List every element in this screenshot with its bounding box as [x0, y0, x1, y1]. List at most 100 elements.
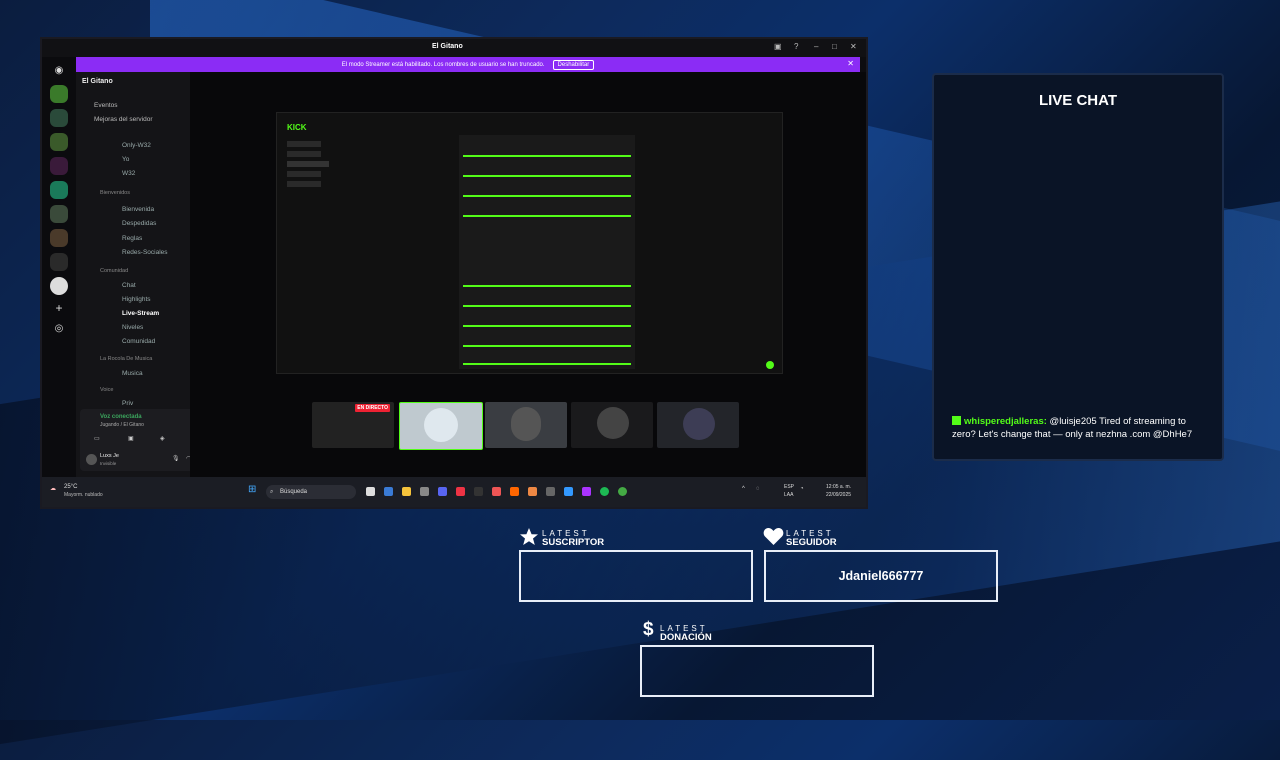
server-icon[interactable] [50, 253, 68, 271]
participant-tile[interactable]: EN DIRECTO [312, 402, 394, 448]
explore-icon[interactable]: ◎ [54, 323, 64, 334]
app-icon[interactable] [510, 487, 519, 496]
app-icon[interactable] [546, 487, 555, 496]
app-icon[interactable] [564, 487, 573, 496]
language-indicator[interactable]: ESP [784, 484, 795, 490]
spotify-icon[interactable] [600, 487, 609, 496]
server-icon[interactable] [50, 109, 68, 127]
channel-item-active[interactable]: Live-Stream [122, 310, 160, 317]
kick-badge-icon [952, 416, 961, 425]
channel-item[interactable]: Comunidad [122, 338, 156, 345]
chrome-icon[interactable] [456, 487, 465, 496]
status-icon [766, 361, 774, 369]
server-icon[interactable] [50, 181, 68, 199]
weather-temp[interactable]: 25°C [64, 484, 78, 490]
participant-tile[interactable] [399, 402, 483, 450]
sidebar-item [287, 171, 321, 177]
app-icon[interactable] [420, 487, 429, 496]
microphone-icon[interactable]: 🎙 [172, 456, 180, 462]
discord-icon[interactable] [438, 487, 447, 496]
app-icon[interactable] [384, 487, 393, 496]
progress-bar [463, 175, 631, 177]
channel-item[interactable]: Highlights [122, 296, 151, 303]
participant-tile[interactable] [485, 402, 567, 448]
search-placeholder: Búsqueda [280, 489, 308, 495]
label-line1: LATEST [542, 529, 590, 538]
channel-item[interactable]: Despedidas [122, 220, 157, 227]
app-icon[interactable] [492, 487, 501, 496]
channel-item[interactable]: W32 [122, 170, 136, 177]
category-header[interactable]: La Rocola De Musica [100, 356, 153, 362]
weather-desc[interactable]: Mayorm. nublado [64, 492, 103, 498]
task-view-icon[interactable] [366, 487, 375, 496]
screen-share-icon[interactable]: ▣ [128, 436, 134, 442]
headphones-icon[interactable]: ◠ [186, 456, 192, 462]
live-badge: EN DIRECTO [355, 404, 390, 412]
sidebar-item [287, 151, 321, 157]
minimize-icon[interactable]: – [814, 42, 819, 51]
avatar[interactable] [86, 454, 97, 465]
server-icon[interactable] [50, 157, 68, 175]
inbox-icon[interactable]: ▣ [774, 42, 782, 51]
chevron-up-icon[interactable]: ^ [742, 486, 745, 492]
channel-item[interactable]: Musica [122, 370, 143, 377]
sidebar-item [287, 181, 321, 187]
server-icon[interactable] [50, 133, 68, 151]
channel-item[interactable]: Priv [122, 400, 134, 407]
network-icon[interactable]: ◌ [756, 486, 760, 492]
windows-start-icon[interactable]: ⊞ [248, 484, 257, 495]
app-icon[interactable] [528, 487, 537, 496]
category-header[interactable]: Comunidad [100, 268, 129, 274]
activity-icon[interactable]: ◈ [160, 436, 165, 442]
server-icon[interactable] [50, 229, 68, 247]
app-icon[interactable] [474, 487, 483, 496]
clock-date[interactable]: 22/09/2025 [826, 492, 852, 498]
username: Luxs Je [100, 453, 119, 459]
sidebar-item [287, 141, 321, 147]
participant-tile[interactable] [657, 402, 739, 448]
star-icon [520, 528, 538, 545]
server-name[interactable]: El Gitano [82, 78, 113, 85]
channel-item[interactable]: Yo [122, 156, 130, 163]
channel-item[interactable]: Reglas [122, 235, 143, 242]
add-server-icon[interactable]: + [55, 301, 63, 315]
language-indicator-sub[interactable]: LAA [784, 492, 794, 498]
maximize-icon[interactable]: □ [832, 42, 837, 51]
folder-icon[interactable] [402, 487, 411, 496]
heart-icon [763, 527, 784, 545]
server-icon[interactable] [50, 205, 68, 223]
disable-button[interactable]: Deshabilitar [552, 59, 595, 70]
latest-follower-label: LATEST SEGUIDOR [786, 529, 837, 547]
wifi-icon[interactable]: ◔ [800, 486, 804, 492]
avatar [597, 407, 629, 439]
channel-list: El Gitano Eventos Mejoras del servidor O… [76, 72, 218, 477]
help-icon[interactable]: ? [794, 42, 799, 51]
server-icon[interactable] [50, 85, 68, 103]
close-icon[interactable]: ✕ [850, 42, 857, 51]
weather-icon[interactable]: ☁ [50, 486, 56, 492]
voice-channel[interactable]: Jugando / El Gitano [100, 422, 144, 428]
channel-item[interactable]: Bienvenida [122, 206, 155, 213]
participant-tile[interactable] [571, 402, 653, 448]
channel-item[interactable]: Eventos [94, 102, 118, 109]
voice-status[interactable]: Voz conectada [100, 414, 142, 420]
app-icon[interactable] [582, 487, 591, 496]
kick-logo: KICK [287, 123, 307, 132]
discord-home-icon[interactable]: ◉ [54, 65, 64, 76]
close-icon[interactable]: ✕ [847, 59, 854, 68]
server-icon[interactable] [50, 277, 68, 295]
channel-item[interactable]: Chat [122, 282, 136, 289]
search-input[interactable]: ⌕ Búsqueda [266, 485, 356, 499]
channel-item[interactable]: Redes-Sociales [122, 249, 168, 256]
dollar-icon: $ [643, 619, 654, 640]
app-icon[interactable] [618, 487, 627, 496]
screen-share-preview: KICK [276, 112, 783, 374]
camera-icon[interactable]: ▭ [94, 436, 100, 442]
channel-item[interactable]: Only-W32 [122, 142, 151, 149]
channel-item[interactable]: Mejoras del servidor [94, 116, 153, 123]
category-header[interactable]: Bienvenidos [100, 190, 130, 196]
channel-item[interactable]: Niveles [122, 324, 144, 331]
clock-time[interactable]: 12:05 a. m. [826, 484, 852, 490]
category-header[interactable]: Voice [100, 387, 114, 393]
participant-strip: EN DIRECTO [190, 402, 866, 450]
